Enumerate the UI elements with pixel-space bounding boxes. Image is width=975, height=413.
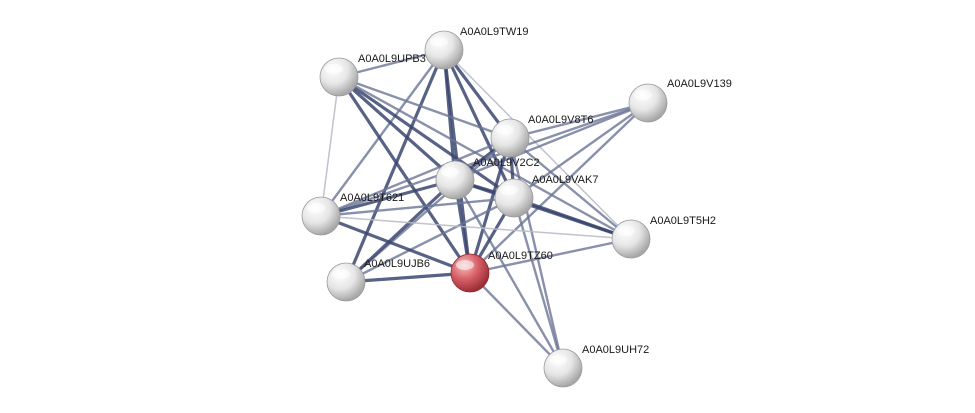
edge-v139-tz60 bbox=[468, 101, 650, 275]
node-v2c2[interactable]: A0A0L9V2C2 bbox=[435, 157, 540, 200]
node-circle[interactable] bbox=[301, 196, 341, 236]
node-label: A0A0L9UH72 bbox=[582, 344, 649, 356]
node-upb3[interactable]: A0A0L9UPB3 bbox=[319, 53, 426, 97]
node-v139[interactable]: A0A0L9V139 bbox=[628, 78, 732, 123]
edge-v139-v2c2 bbox=[453, 101, 650, 182]
node-highlight bbox=[430, 37, 448, 47]
edge-upb3-t621 bbox=[320, 76, 340, 217]
edge-vak7-t621 bbox=[319, 196, 516, 218]
node-layer: A0A0L9TW19A0A0L9UPB3A0A0L9V139A0A0L9V8T6… bbox=[301, 26, 732, 388]
node-circle[interactable] bbox=[628, 83, 668, 123]
node-highlight bbox=[617, 226, 635, 236]
edge-v139-v8t6 bbox=[508, 101, 650, 140]
node-t5h2[interactable]: A0A0L9T5H2 bbox=[611, 215, 716, 259]
node-highlight bbox=[500, 185, 518, 195]
node-t621[interactable]: A0A0L9T621 bbox=[301, 192, 404, 236]
node-circle[interactable] bbox=[319, 57, 359, 97]
node-highlight bbox=[441, 167, 459, 177]
edge-v8t6-uh72 bbox=[508, 136, 565, 370]
edge-t621-tz60 bbox=[319, 214, 472, 275]
edge-v139-vak7 bbox=[512, 101, 650, 200]
edge-upb3-v2c2 bbox=[337, 75, 457, 182]
node-circle[interactable] bbox=[490, 118, 530, 158]
node-label: A0A0L9T5H2 bbox=[650, 215, 716, 227]
edge-tz60-t5h2 bbox=[468, 237, 633, 275]
node-highlight bbox=[496, 125, 514, 135]
node-circle[interactable] bbox=[611, 219, 651, 259]
node-highlight bbox=[325, 64, 343, 74]
edge-vak7-t5h2 bbox=[512, 196, 633, 241]
edge-tw19-t621 bbox=[319, 48, 446, 218]
node-circle[interactable] bbox=[435, 160, 475, 200]
edge-vak7-ujb6 bbox=[344, 196, 516, 284]
node-ujb6[interactable]: A0A0L9UJB6 bbox=[326, 258, 430, 302]
node-label: A0A0L9V139 bbox=[667, 78, 732, 90]
node-circle[interactable] bbox=[543, 348, 583, 388]
node-tz60[interactable]: A0A0L9TZ60 bbox=[450, 250, 553, 293]
edge-t621-t5h2 bbox=[320, 215, 632, 240]
query-node-circle[interactable] bbox=[450, 253, 490, 293]
edge-tw19-t5h2 bbox=[443, 49, 632, 240]
node-label: A0A0L9VAK7 bbox=[532, 174, 598, 186]
node-circle[interactable] bbox=[494, 178, 534, 218]
node-label: A0A0L9UJB6 bbox=[364, 258, 430, 270]
edge-upb3-vak7 bbox=[337, 75, 516, 200]
edge-tz60-uh72 bbox=[468, 271, 565, 370]
node-highlight bbox=[456, 260, 474, 270]
node-highlight bbox=[332, 269, 350, 279]
node-label: A0A0L9UPB3 bbox=[358, 53, 426, 65]
edge-v8t6-t5h2 bbox=[508, 136, 633, 241]
edge-upb3-v8t6 bbox=[337, 75, 512, 140]
node-highlight bbox=[549, 355, 567, 365]
edge-ujb6-tz60 bbox=[344, 271, 472, 284]
edge-tw19-ujb6 bbox=[344, 48, 446, 284]
edge-v2c2-ujb6 bbox=[344, 178, 457, 284]
node-vak7[interactable]: A0A0L9VAK7 bbox=[494, 174, 598, 218]
node-highlight bbox=[307, 203, 325, 213]
edge-upb3-tz60 bbox=[337, 75, 472, 275]
edge-v2c2-uh72 bbox=[453, 178, 565, 370]
node-circle[interactable] bbox=[326, 262, 366, 302]
edge-layer bbox=[319, 48, 650, 370]
edge-vak7-uh72 bbox=[512, 196, 565, 370]
node-highlight bbox=[634, 90, 652, 100]
node-label: A0A0L9V8T6 bbox=[528, 114, 593, 126]
node-label: A0A0L9T621 bbox=[340, 192, 404, 204]
edge-v8t6-tz60 bbox=[468, 136, 512, 275]
edge-v8t6-t621 bbox=[319, 136, 512, 218]
edge-tw19-vak7 bbox=[442, 48, 516, 200]
node-label: A0A0L9V2C2 bbox=[473, 157, 540, 169]
node-circle[interactable] bbox=[424, 30, 464, 70]
node-label: A0A0L9TW19 bbox=[460, 26, 528, 38]
node-label: A0A0L9TZ60 bbox=[488, 250, 553, 262]
edge-v2c2-t621 bbox=[319, 178, 457, 218]
node-tw19[interactable]: A0A0L9TW19 bbox=[424, 26, 528, 70]
node-uh72[interactable]: A0A0L9UH72 bbox=[543, 344, 649, 388]
node-v8t6[interactable]: A0A0L9V8T6 bbox=[490, 114, 593, 158]
